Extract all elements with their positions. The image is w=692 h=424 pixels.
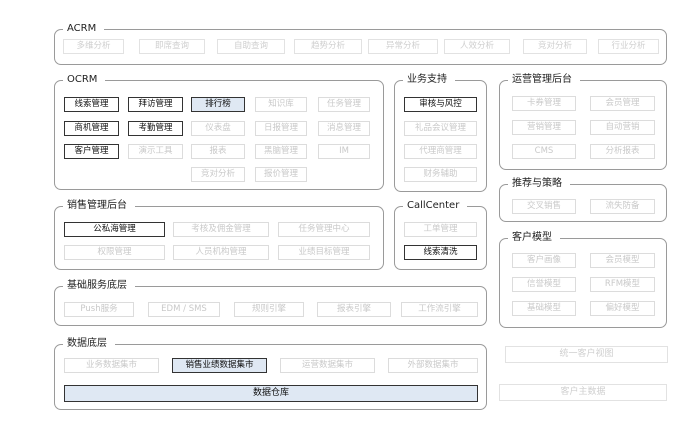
sales-org-management[interactable]: 人员机构管理 — [173, 245, 269, 260]
service-workflow-engine[interactable]: 工作流引擎 — [401, 302, 478, 317]
ops-analysis-reports[interactable]: 分析报表 — [590, 144, 655, 159]
model-basic[interactable]: 基础模型 — [512, 301, 576, 316]
acrm-item-anomaly-analysis[interactable]: 异常分析 — [368, 39, 438, 54]
ocrm-im[interactable]: IM — [318, 144, 370, 159]
acrm-group: ACRM 多维分析 即席查询 自助查询 趋势分析 异常分析 人效分析 竞对分析 … — [54, 22, 667, 65]
ops-member-management[interactable]: 会员管理 — [590, 96, 655, 111]
unified-customer-view[interactable]: 统一客户视图 — [505, 346, 668, 363]
callcenter-ticket-management[interactable]: 工单管理 — [404, 222, 477, 237]
data-operations-mart[interactable]: 运营数据集市 — [280, 358, 375, 373]
acrm-item-trend-analysis[interactable]: 趋势分析 — [294, 39, 362, 54]
ocrm-demo-tools[interactable]: 演示工具 — [128, 144, 183, 159]
ocrm-knowledge-base[interactable]: 知识库 — [255, 97, 307, 112]
callcenter-title: CallCenter — [403, 199, 468, 213]
acrm-item-competitor-analysis[interactable]: 竞对分析 — [523, 39, 587, 54]
biz-finance-assist[interactable]: 财务辅助 — [404, 167, 477, 182]
data-layer-title: 数据底层 — [63, 337, 115, 351]
ops-auto-marketing[interactable]: 自动营销 — [590, 120, 655, 135]
data-layer-group: 数据底层 业务数据集市 销售业绩数据集市 运营数据集市 外部数据集市 数据仓库 — [54, 337, 487, 410]
service-push[interactable]: Push服务 — [64, 302, 134, 317]
ocrm-attendance-management[interactable]: 考勤管理 — [128, 121, 183, 136]
ocrm-quote-management[interactable]: 报价管理 — [255, 167, 307, 182]
callcenter-group: CallCenter 工单管理 线索清洗 — [394, 199, 487, 270]
ocrm-title: OCRM — [63, 73, 106, 87]
biz-gift-meeting-management[interactable]: 礼品会议管理 — [404, 121, 477, 136]
ocrm-lead-management[interactable]: 线索管理 — [64, 97, 119, 112]
customer-model-group: 客户模型 客户画像 会员模型 信誉模型 RFM模型 基础模型 偏好模型 — [499, 231, 667, 328]
acrm-item-efficiency-analysis[interactable]: 人效分析 — [444, 39, 510, 54]
ops-backend-title: 运营管理后台 — [508, 73, 580, 87]
acrm-item-industry-analysis[interactable]: 行业分析 — [598, 39, 659, 54]
sales-permission-management[interactable]: 权限管理 — [64, 245, 165, 260]
sales-public-private-pool[interactable]: 公私海管理 — [64, 222, 165, 237]
customer-model-title: 客户模型 — [508, 231, 560, 245]
business-support-title: 业务支持 — [403, 73, 455, 87]
ocrm-visit-management[interactable]: 拜访管理 — [128, 97, 183, 112]
data-sales-performance-mart[interactable]: 销售业绩数据集市 — [172, 358, 267, 373]
ocrm-blacklist-management[interactable]: 黑脑管理 — [255, 144, 307, 159]
model-member[interactable]: 会员模型 — [590, 253, 655, 268]
service-rule-engine[interactable]: 规则引擎 — [234, 302, 304, 317]
model-rfm[interactable]: RFM模型 — [590, 277, 655, 292]
ops-coupon-management[interactable]: 卡券管理 — [512, 96, 576, 111]
data-external-mart[interactable]: 外部数据集市 — [388, 358, 478, 373]
service-edm-sms[interactable]: EDM / SMS — [148, 302, 220, 317]
ops-cms[interactable]: CMS — [512, 144, 576, 159]
ocrm-message-management[interactable]: 消息管理 — [318, 121, 370, 136]
customer-master-data[interactable]: 客户主数据 — [499, 384, 667, 401]
recommend-strategy-group: 推荐与策略 交叉销售 流失防备 — [499, 177, 667, 222]
ocrm-competitor-analysis[interactable]: 竞对分析 — [191, 167, 245, 182]
model-credit[interactable]: 信誉模型 — [512, 277, 576, 292]
acrm-item-multidim-analysis[interactable]: 多维分析 — [63, 39, 124, 54]
business-support-group: 业务支持 审核与风控 礼品会议管理 代理商管理 财务辅助 — [394, 73, 487, 192]
ocrm-customer-management[interactable]: 客户管理 — [64, 144, 119, 159]
ops-marketing-management[interactable]: 营销管理 — [512, 120, 576, 135]
ocrm-task-management[interactable]: 任务管理 — [318, 97, 370, 112]
base-service-group: 基础服务底层 Push服务 EDM / SMS 规则引擎 报表引擎 工作流引擎 — [54, 279, 487, 326]
data-business-mart[interactable]: 业务数据集市 — [64, 358, 159, 373]
ocrm-opportunity-management[interactable]: 商机管理 — [64, 121, 119, 136]
callcenter-lead-cleansing[interactable]: 线索清洗 — [404, 245, 477, 260]
ops-backend-group: 运营管理后台 卡券管理 会员管理 营销管理 自动营销 CMS 分析报表 — [499, 73, 667, 170]
ocrm-daily-report-management[interactable]: 日报管理 — [255, 121, 307, 136]
ocrm-leaderboard[interactable]: 排行榜 — [191, 97, 245, 112]
sales-backend-group: 销售管理后台 公私海管理 考核及佣金管理 任务管理中心 权限管理 人员机构管理 … — [54, 199, 384, 270]
base-service-title: 基础服务底层 — [63, 279, 135, 293]
acrm-item-adhoc-query[interactable]: 即席查询 — [139, 39, 205, 54]
sales-assessment-commission[interactable]: 考核及佣金管理 — [173, 222, 269, 237]
sales-task-center[interactable]: 任务管理中心 — [278, 222, 370, 237]
acrm-title: ACRM — [63, 22, 105, 36]
recommend-cross-selling[interactable]: 交叉销售 — [512, 199, 576, 214]
model-preference[interactable]: 偏好模型 — [590, 301, 655, 316]
recommend-strategy-title: 推荐与策略 — [508, 177, 570, 191]
sales-backend-title: 销售管理后台 — [63, 199, 135, 213]
ocrm-reports[interactable]: 报表 — [191, 144, 245, 159]
ocrm-group: OCRM 线索管理 拜访管理 排行榜 知识库 任务管理 商机管理 考勤管理 仪表… — [54, 73, 384, 190]
sales-target-management[interactable]: 业绩目标管理 — [278, 245, 370, 260]
model-customer-profile[interactable]: 客户画像 — [512, 253, 576, 268]
biz-agent-management[interactable]: 代理商管理 — [404, 144, 477, 159]
recommend-churn-prevention[interactable]: 流失防备 — [590, 199, 655, 214]
service-report-engine[interactable]: 报表引擎 — [317, 302, 391, 317]
biz-audit-risk-control[interactable]: 审核与风控 — [404, 97, 477, 112]
acrm-item-self-query[interactable]: 自助查询 — [217, 39, 285, 54]
data-warehouse[interactable]: 数据仓库 — [64, 385, 478, 402]
ocrm-dashboard[interactable]: 仪表盘 — [191, 121, 245, 136]
